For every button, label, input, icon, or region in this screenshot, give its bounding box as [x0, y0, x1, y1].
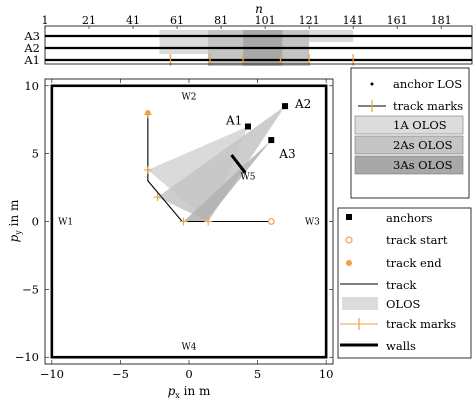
- anchor-los-symbol: [370, 82, 374, 86]
- timeline-tick-label: 21: [82, 14, 96, 27]
- legend-bottom: anchors track start track end track OLOS…: [337, 207, 472, 359]
- anchor-label: A1: [225, 114, 242, 128]
- y-tick-label: 0: [32, 215, 39, 229]
- walls: [50, 84, 328, 359]
- anchor-marker: [244, 123, 251, 130]
- timeline-xlabel: n: [255, 2, 263, 16]
- olos-swatch: [342, 297, 378, 310]
- x-tick-label: −10: [40, 367, 64, 381]
- timeline-tick-label: 141: [343, 14, 364, 27]
- olos2-swatch: [354, 135, 464, 155]
- legend-bottom-item-5: track marks: [386, 317, 456, 331]
- timeline-row-lines: [45, 34, 472, 62]
- legend-bottom-item-1: track start: [386, 233, 448, 247]
- track-start-marker: [267, 218, 275, 225]
- wall-label: W1: [58, 218, 73, 228]
- y-tick-label: −10: [15, 350, 39, 364]
- anchor-marker: [282, 103, 288, 110]
- map-axis-ticks: −10 −5 0 5 10 −10 −5 0 5 10: [15, 79, 334, 381]
- wall-label: W2: [182, 93, 197, 103]
- timeline-row-label: A2: [23, 41, 40, 55]
- x-tick-label: 5: [254, 367, 261, 381]
- x-tick-label: −5: [112, 367, 129, 381]
- legend-bottom-item-3: track: [386, 278, 417, 292]
- legend-bottom-item-6: walls: [386, 339, 416, 353]
- y-tick-label: 10: [24, 79, 39, 93]
- legend-top-item-4: 3As OLOS: [393, 158, 453, 172]
- track-end-symbol: [346, 260, 352, 266]
- timeline-tick-label: 61: [170, 14, 184, 27]
- timeline-row-label: A3: [23, 29, 40, 43]
- track: [143, 110, 275, 226]
- olos3-swatch: [354, 155, 464, 175]
- anchor-label: A3: [278, 147, 295, 161]
- y-tick-label: 5: [32, 147, 39, 161]
- legend-bottom-item-2: track end: [386, 256, 442, 270]
- track-start-symbol: [345, 236, 353, 244]
- legend-top-item-2: 1A OLOS: [393, 118, 447, 132]
- timeline-tick-label: 161: [387, 14, 408, 27]
- olos-cones: [147, 106, 285, 222]
- legend-bottom-item-0: anchors: [386, 211, 433, 225]
- timeline-tick-label: 121: [299, 14, 320, 27]
- anchor-label: A2: [294, 97, 311, 111]
- timeline-tick-label: 101: [255, 14, 276, 27]
- olos-cone: [183, 140, 272, 222]
- legend-top-item-0: anchor LOS: [393, 77, 462, 91]
- anchor-marker: [268, 137, 275, 144]
- x-tick-label: 0: [185, 367, 192, 381]
- olos1-swatch: [354, 115, 464, 135]
- track-line: [147, 112, 272, 223]
- wall-rectangle: [50, 84, 328, 359]
- y-tick-label: −5: [22, 282, 39, 296]
- timeline-tick-label: 181: [431, 14, 452, 27]
- legend-bottom-item-4: OLOS: [386, 297, 420, 311]
- map-xlabel: px in m: [168, 384, 211, 400]
- anchor-symbol: [346, 214, 352, 220]
- legend-top-item-3: 2As OLOS: [393, 138, 453, 152]
- legend-top-item-1: track marks: [393, 99, 463, 113]
- legend-top: anchor LOS track marks 1A OLOS 2As OLOS …: [350, 67, 470, 199]
- x-tick-label: 10: [319, 367, 334, 381]
- timeline-tick-label: 1: [42, 14, 49, 27]
- track-end-marker: [145, 110, 151, 116]
- wall-label: W4: [182, 342, 197, 352]
- map-ylabel: py in m: [7, 199, 23, 242]
- timeline-tick-label: 41: [126, 14, 140, 27]
- wall-label: W5: [240, 173, 255, 183]
- timeline-frame: [44, 25, 473, 65]
- olos-cone: [157, 106, 285, 222]
- wall-w5: [230, 154, 247, 174]
- wall-label: W3: [305, 218, 320, 228]
- timeline-row-label: A1: [23, 53, 40, 67]
- timeline-tick-label: 81: [214, 14, 228, 27]
